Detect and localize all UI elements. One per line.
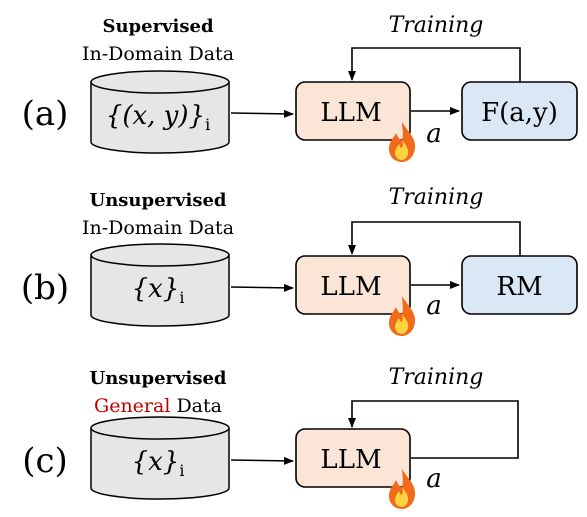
data-kind-label: Supervised: [102, 16, 213, 37]
output-label: a: [426, 291, 442, 321]
dataset-expression: {(x, y)}: [106, 101, 205, 131]
fire-icon: [389, 469, 416, 509]
data-kind-label: Unsupervised: [90, 190, 227, 211]
training-label: Training: [389, 365, 484, 390]
output-label: a: [426, 464, 442, 494]
panel-label: (c): [22, 441, 68, 481]
reward-label: RM: [496, 272, 542, 302]
dataset-label: {x}i: [132, 447, 185, 480]
arrow-data-to-llm: [230, 109, 294, 118]
training-label: Training: [389, 13, 484, 38]
dataset-expression: {x}: [132, 274, 180, 304]
llm-box: [295, 81, 411, 141]
output-label: a: [426, 119, 442, 149]
llm-label: LLM: [320, 98, 381, 128]
dataset-label: {(x, y)}i: [106, 101, 210, 134]
cylinder-top: [90, 416, 230, 440]
reward-label: F(a,y): [481, 98, 558, 128]
arrow-data-to-llm: [230, 456, 294, 465]
llm-box: [295, 255, 411, 315]
training-feedback-arrow: [348, 221, 521, 256]
arrow-data-to-llm: [230, 283, 294, 292]
data-scope-label: In-Domain Data: [82, 43, 234, 65]
llm-label: LLM: [320, 445, 381, 475]
data-scope-text: Data: [170, 395, 222, 417]
dataset-subscript: i: [179, 461, 184, 480]
cylinder-body: [90, 254, 230, 327]
data-scope-label: General Data: [94, 395, 222, 417]
flame-inner: [395, 314, 409, 334]
panel-label: (b): [21, 268, 69, 308]
cylinder-top: [90, 70, 230, 94]
data-scope-text: In-Domain Data: [82, 217, 234, 239]
llm-box: [295, 428, 411, 488]
dataset-cylinder-icon: [90, 243, 230, 327]
data-scope-text: In-Domain Data: [82, 43, 234, 65]
flame-inner: [395, 487, 409, 507]
dataset-label: {x}i: [132, 274, 185, 307]
fire-icon: [389, 122, 416, 162]
training-feedback-arrow: [348, 400, 519, 459]
panel-label: (a): [22, 94, 69, 134]
data-scope-accent: General: [94, 395, 170, 417]
flame-inner: [395, 140, 409, 160]
cylinder-top: [90, 243, 230, 267]
cylinder-body: [90, 427, 230, 500]
dataset-subscript: i: [205, 115, 210, 134]
dataset-cylinder-icon: [90, 416, 230, 500]
training-label: Training: [389, 185, 484, 210]
cylinder-body: [90, 81, 230, 154]
fire-icon: [389, 296, 416, 336]
dataset-cylinder-icon: [90, 70, 230, 154]
llm-label: LLM: [320, 272, 381, 302]
data-scope-label: In-Domain Data: [82, 217, 234, 239]
data-kind-label: Unsupervised: [90, 368, 227, 389]
training-feedback-arrow: [348, 47, 521, 82]
dataset-expression: {x}: [132, 447, 180, 477]
dataset-subscript: i: [179, 288, 184, 307]
